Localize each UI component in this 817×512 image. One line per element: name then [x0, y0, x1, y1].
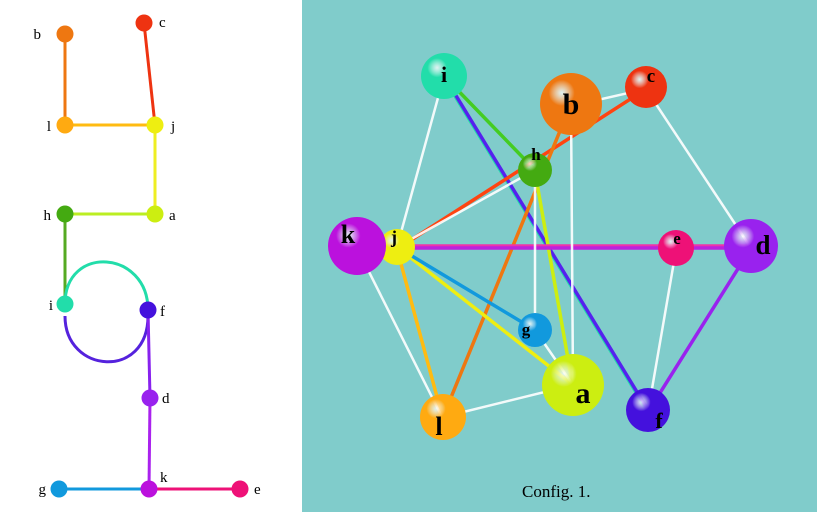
- config-3d-panel: g h e j c f i l d k a b Config. 1.: [302, 0, 817, 512]
- space-edge-j-l: [395, 247, 445, 421]
- tree-node-a: [146, 205, 164, 223]
- space-edge-i-j: [395, 74, 446, 249]
- sphere-node-g: [518, 313, 552, 347]
- tree-edge-c-j: [142, 22, 157, 126]
- tree-node-l: [56, 116, 74, 134]
- sphere-node-label-f: f: [655, 408, 663, 433]
- tree-node-label-c: c: [159, 15, 166, 31]
- sphere-node-label-d: d: [755, 230, 770, 260]
- space-edge-h-a: [533, 170, 575, 389]
- sphere-node-d: [724, 219, 778, 273]
- tree-edge-f-d: [146, 309, 152, 399]
- sphere-node-h: [518, 153, 552, 187]
- space-edge-e-f: [646, 248, 678, 414]
- sphere-node-b: [540, 73, 602, 135]
- tree-node-d: [141, 389, 159, 407]
- sphere-node-label-e: e: [673, 229, 681, 248]
- tree-node-label-l: l: [47, 119, 51, 135]
- space-edge-b-l: [441, 102, 573, 419]
- tree-node-k: [140, 480, 158, 498]
- sphere-node-label-g: g: [522, 320, 531, 339]
- tree-edge-i-f: [63, 315, 150, 364]
- space-edge-h-j: [395, 168, 537, 249]
- space-edge-b-a: [569, 102, 575, 387]
- config-caption: Config. 1.: [522, 482, 591, 501]
- tree-node-label-h: h: [44, 208, 52, 224]
- space-edge-c-d: [644, 87, 753, 250]
- tree-node-f: [139, 301, 157, 319]
- sphere-node-f: [626, 388, 670, 432]
- sphere-node-j: [379, 229, 415, 265]
- space-edge-j-a: [395, 245, 575, 387]
- sphere-node-c: [625, 66, 667, 108]
- tree-node-label-e: e: [254, 482, 261, 498]
- tree-node-label-i: i: [49, 298, 53, 314]
- sphere-node-e: [658, 230, 694, 266]
- tree-node-j: [146, 116, 164, 134]
- tree-node-label-g: g: [39, 482, 47, 498]
- sphere-node-label-j: j: [390, 227, 397, 247]
- sphere-node-label-l: l: [435, 412, 442, 441]
- tree-edge-d-k: [147, 397, 152, 490]
- tree-node-i: [56, 295, 74, 313]
- sphere-node-label-c: c: [647, 66, 655, 87]
- sphere-node-i: [421, 53, 467, 99]
- tree-node-e: [231, 480, 249, 498]
- sphere-node-label-k: k: [341, 220, 356, 249]
- sphere-node-label-b: b: [563, 88, 580, 121]
- sphere-node-l: [420, 394, 466, 440]
- tree-node-label-b: b: [34, 27, 42, 43]
- space-edge-k-l: [355, 246, 445, 421]
- tree-node-label-j: j: [170, 119, 175, 135]
- tree-node-h: [56, 205, 74, 223]
- tree-node-b: [56, 25, 74, 43]
- tree-diagram-panel: a b c d e f g h i j k l: [0, 0, 302, 512]
- tree-node-label-f: f: [160, 304, 165, 320]
- tree-node-g: [50, 480, 68, 498]
- tree-node-label-a: a: [169, 208, 176, 224]
- tree-edge-i-f: [63, 260, 150, 311]
- sphere-node-label-i: i: [441, 62, 447, 87]
- sphere-node-label-h: h: [531, 145, 541, 164]
- sphere-node-a: [542, 354, 604, 416]
- tree-node-label-k: k: [160, 470, 168, 486]
- space-edge-f-d: [646, 246, 753, 414]
- tree-node-c: [135, 14, 153, 32]
- tree-diagram: a b c d e f g h i j k l: [34, 14, 261, 498]
- space-edge-j-g: [395, 245, 537, 332]
- tree-node-label-d: d: [162, 391, 170, 407]
- config-3d-render: g h e j c f i l d k a b: [328, 53, 778, 441]
- sphere-node-k: [328, 217, 386, 275]
- sphere-node-label-a: a: [576, 377, 591, 410]
